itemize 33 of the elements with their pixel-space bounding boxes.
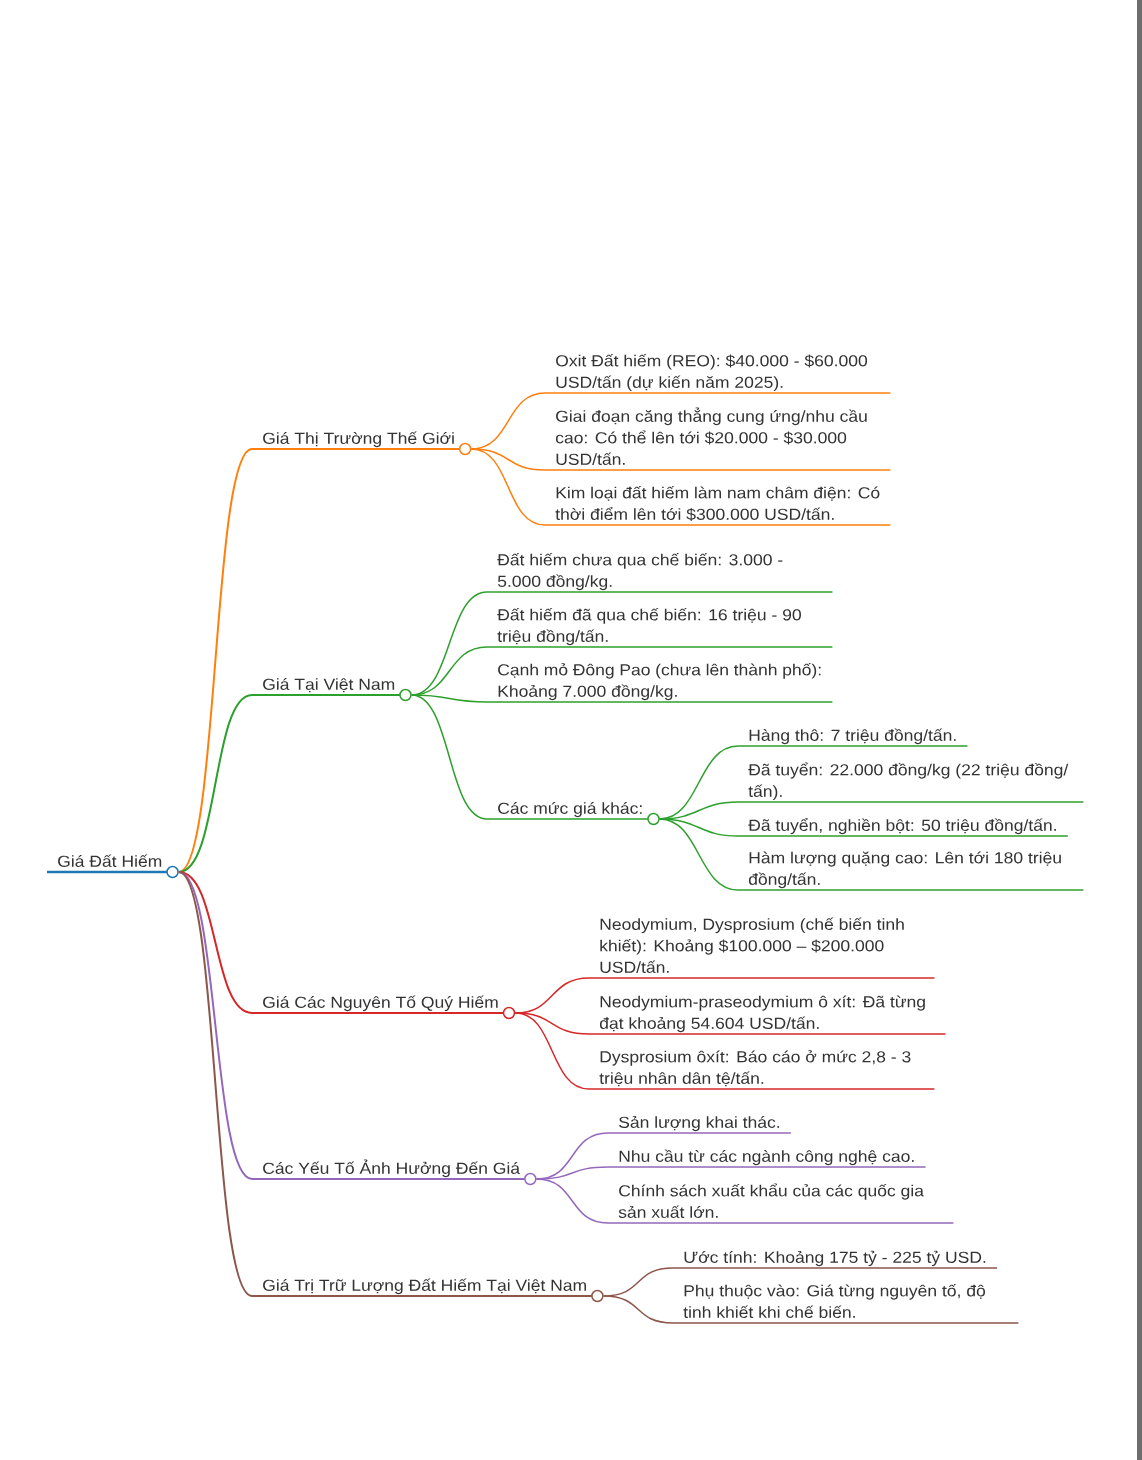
topic-label: Neodymium-praseodymium ô xít: Đã từng đạt khoảng 54.604 USD/tấn. (588, 995, 947, 1035)
topic-label: Chính sách xuất khẩu của các quốc gia sản xuất lớn. (607, 1183, 955, 1224)
topic-label: Giai đoạn căng thẳng cung ứng/nhu cầu cao: Có thể lên tới $20.000 - $30.000 USD/tấn. (544, 407, 892, 471)
branch-line (535, 1178, 609, 1224)
topic-label: Giá Các Nguyên Tố Quý Hiếm (251, 995, 516, 1020)
topic-label: Hàm lượng quặng cao: Lên tới 180 triệu đồng/tấn. (737, 851, 1085, 891)
topic-label: Phụ thuộc vào: Giá từng nguyên tố, độ tinh khiết khi chế biến. (672, 1284, 1020, 1324)
topic-label: Hàng thô: 7 triệu đồng/tấn. (737, 728, 969, 747)
branch-line (514, 1012, 590, 1090)
topic-label: Đất hiếm chưa qua chế biến: 3.000 - 5.000 đồng/kg. (486, 553, 834, 593)
branch-line (659, 818, 739, 891)
topic-label: Giá Thị Trường Thế Giới (251, 431, 472, 456)
topic-label: Các mức giá khác: (486, 802, 660, 826)
topic-label: Neodymium, Dysprosium (chế biến tinh khiết): Khoảng $100.000 – $200.000 USD/tấn. (588, 917, 936, 979)
topic-label: Nhu cầu từ các ngành công nghệ cao. (607, 1149, 927, 1168)
topic-label: Ước tính: Khoảng 175 tỷ - 225 tỷ USD. (672, 1250, 998, 1269)
topic-label: Kim loại đất hiếm làm nam châm điện: Có thời điểm lên tới $300.000 USD/tấn. (544, 486, 892, 526)
topic-label: Giá Đất Hiếm (47, 854, 179, 879)
topic-label: Sản lượng khai thác. (607, 1115, 792, 1134)
branch-line (410, 694, 488, 820)
topic-label: Dysprosium ôxít: Báo cáo ở mức 2,8 - 3 triệu nhân dân tệ/tấn. (588, 1050, 936, 1090)
branch-line (659, 818, 739, 837)
topic-label: Oxit Đất hiếm (REO): $40.000 - $60.000 USD/tấn (dự kiến năm 2025). (544, 354, 892, 394)
topic-label: Các Yếu Tố Ảnh Hưởng Đến Giá (251, 1159, 537, 1186)
branch-line (470, 448, 546, 526)
topic-label: Đã tuyển: 22.000 đồng/kg (22 triệu đồng/tấn). (737, 762, 1085, 803)
topic-label: Giá Tại Việt Nam (251, 678, 412, 702)
topic-label: Giá Trị Trữ Lượng Đất Hiếm Tại Việt Nam (251, 1278, 604, 1303)
topic-label: Đã tuyển, nghiền bột: 50 triệu đồng/tấn. (737, 817, 1069, 837)
topic-label: Đất hiếm đã qua chế biến: 16 triệu - 90 triệu đồng/tấn. (486, 608, 834, 648)
branch-line (602, 1295, 674, 1324)
branch-line (177, 871, 253, 1297)
topic-label: Cạnh mỏ Đông Pao (chưa lên thành phố): Khoảng 7.000 đồng/kg. (486, 663, 834, 703)
